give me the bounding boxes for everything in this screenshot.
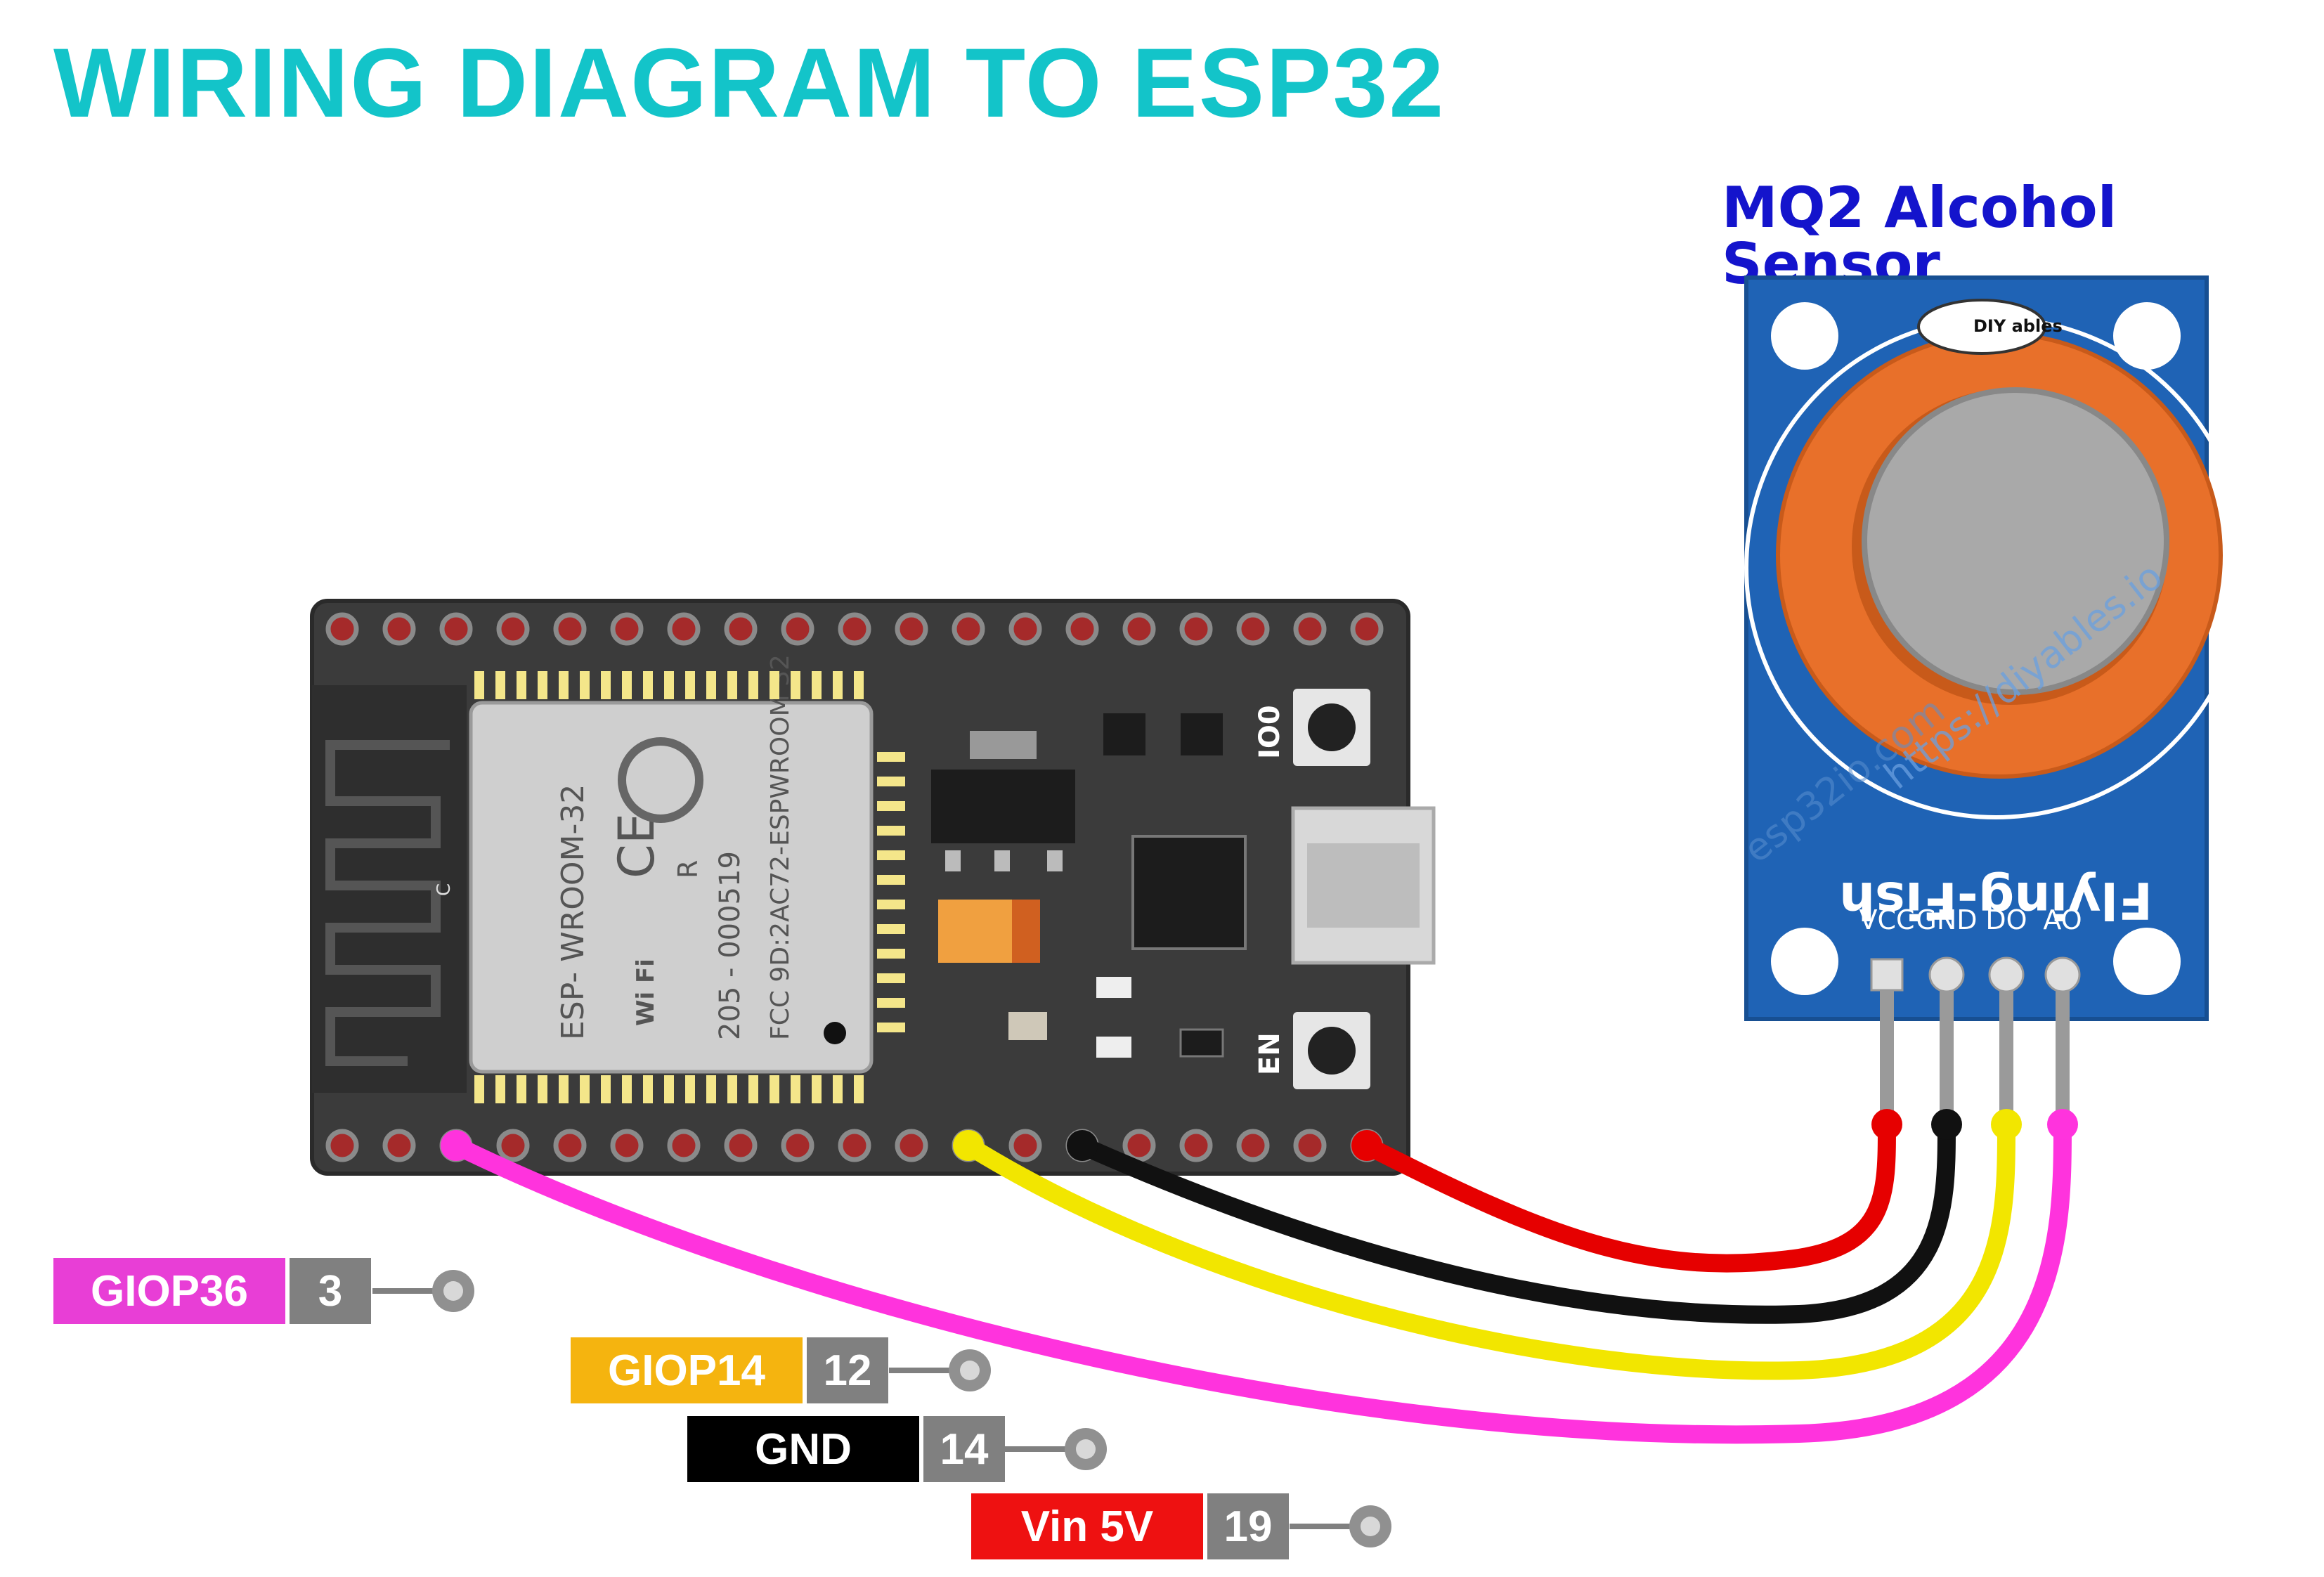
diyables-logo-icon bbox=[1917, 299, 2046, 355]
pin-name: GIOP14 bbox=[571, 1337, 803, 1403]
pin-label-gnd: GND bbox=[1916, 904, 1977, 935]
pin-name: GIOP36 bbox=[53, 1258, 285, 1324]
pin-label-vcc: VCC bbox=[1859, 904, 1914, 935]
pin-label-do: DO bbox=[1985, 904, 2027, 935]
pin-label-gnd: GND 14 bbox=[687, 1416, 1005, 1482]
wire-vcc bbox=[1358, 1115, 1896, 1273]
pin-label-stubs bbox=[372, 1270, 1391, 1547]
pin-number: 3 bbox=[290, 1258, 371, 1324]
mq2-sensor: DIY ables Flying-Fish https://diyables.i… bbox=[1735, 275, 2247, 1124]
pin-label-giop36: GIOP36 3 bbox=[53, 1258, 371, 1324]
r-mark: R bbox=[673, 860, 703, 878]
sensor-logo-text: DIY ables bbox=[1973, 316, 2063, 336]
pin-label-vin: Vin 5V 19 bbox=[971, 1493, 1289, 1559]
wire-ao bbox=[447, 1115, 2072, 1444]
page-title: WIRING DIAGRAM TO ESP32 bbox=[53, 27, 1446, 138]
pin-number: 12 bbox=[807, 1337, 888, 1403]
esp32-board: C ESP- WROOM-32 205 - 000519 FCC 9D:2AC7… bbox=[310, 599, 1436, 1176]
sensor-mesh bbox=[1862, 387, 2169, 695]
pin-number: 19 bbox=[1207, 1493, 1289, 1559]
pin-name: Vin 5V bbox=[971, 1493, 1203, 1559]
sensor-brand: Flying-Fish bbox=[1839, 871, 2153, 930]
antenna-mark: C bbox=[434, 883, 455, 896]
en-label: EN bbox=[1254, 1032, 1286, 1075]
usb-uart-chip bbox=[1131, 835, 1247, 950]
pin-label-giop14: GIOP14 12 bbox=[571, 1337, 888, 1403]
pin-number: 14 bbox=[923, 1416, 1005, 1482]
wire-do bbox=[959, 1115, 2015, 1380]
io0-label: IO0 bbox=[1254, 705, 1286, 759]
wire-gnd bbox=[1073, 1115, 1956, 1324]
espressif-logo-icon bbox=[618, 737, 703, 823]
module-code: 205 - 000519 bbox=[714, 851, 746, 1040]
wires bbox=[441, 1109, 2078, 1444]
module-name: ESP- WROOM-32 bbox=[555, 784, 591, 1040]
module-fcc: FCC 9D:2AC72-ESPWROOM 32 bbox=[766, 654, 795, 1040]
pin-label-ao: AO bbox=[2043, 904, 2082, 935]
ce-mark: CE bbox=[608, 813, 666, 878]
wifi-mark: Wi Fi bbox=[632, 959, 660, 1026]
pin-name: GND bbox=[687, 1416, 919, 1482]
